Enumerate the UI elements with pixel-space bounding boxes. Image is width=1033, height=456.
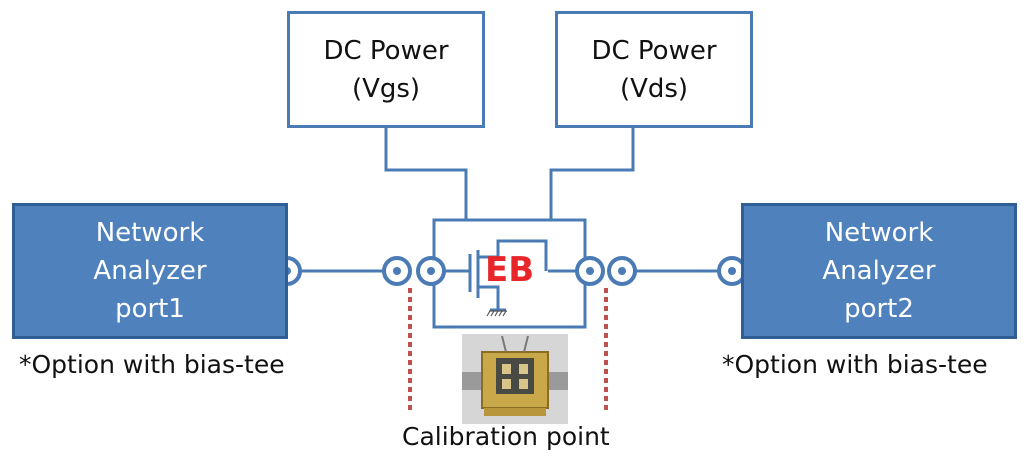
fixture-photo: [462, 334, 568, 424]
connector-icon-left-outer: [382, 256, 412, 286]
dc-power-vds-title: DC Power: [591, 35, 717, 66]
dc-power-vgs-subtitle: (Vgs): [351, 73, 421, 104]
analyzer1-line3: port1: [115, 294, 185, 324]
dut-fixture: [432, 218, 587, 329]
connector-icon-left-inner: [416, 256, 446, 286]
analyzer2-line3: port2: [844, 294, 914, 324]
vgs-wire: [384, 126, 468, 220]
network-analyzer-port2-box: Network Analyzer port2: [741, 203, 1017, 339]
calibration-point-label: Calibration point: [402, 422, 610, 451]
bias-tee-note-left: *Option with bias-tee: [19, 350, 285, 379]
dc-power-vgs-box: DC Power (Vgs): [287, 11, 485, 128]
transistor-symbol: [462, 239, 548, 312]
dut-label: EB: [485, 250, 535, 290]
connector-icon-right-outer: [607, 256, 637, 286]
bias-tee-note-right: *Option with bias-tee: [722, 350, 988, 379]
analyzer1-line2: Analyzer: [93, 256, 207, 286]
connector-icon-right-inner: [575, 256, 605, 286]
vds-wire: [549, 126, 635, 220]
fixture-photo-drawing: [462, 334, 568, 424]
analyzer2-line2: Analyzer: [822, 256, 936, 286]
dc-power-vds-subtitle: (Vds): [619, 73, 689, 104]
ground-icon: [486, 310, 507, 317]
analyzer1-line1: Network: [95, 218, 205, 248]
analyzer2-line1: Network: [824, 218, 934, 248]
dc-power-vgs-title: DC Power: [323, 35, 449, 66]
network-analyzer-port1-box: Network Analyzer port1: [12, 203, 288, 339]
dc-power-vds-box: DC Power (Vds): [555, 11, 753, 128]
